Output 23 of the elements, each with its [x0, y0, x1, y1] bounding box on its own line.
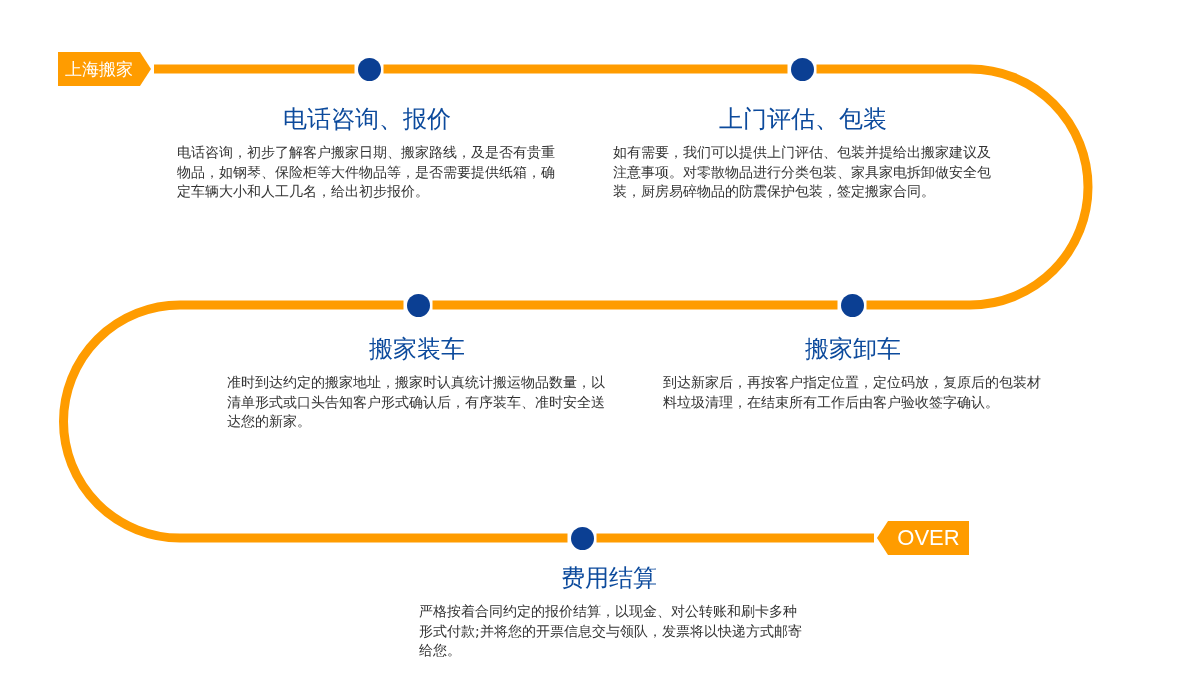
- timeline-track: [383, 64, 788, 74]
- step-title: 搬家装车: [368, 334, 466, 364]
- end-tag: OVER: [877, 521, 969, 555]
- timeline-track: [816, 64, 1093, 310]
- step-description: 准时到达约定的搬家地址，搬家时认真统计搬运物品数量，以清单形式或口头告知客户形式确认后，有序装车、准时安全送达您的新家。: [227, 373, 606, 431]
- timeline-track: [59, 300, 568, 543]
- timeline-dot-icon: [840, 293, 864, 317]
- start-tag: 上海搬家: [58, 52, 151, 86]
- timeline-dot-icon: [790, 57, 814, 81]
- step-title: 搬家卸车: [804, 334, 902, 364]
- step-description: 电话咨询，初步了解客户搬家日期、搬家路线，及是否有贵重物品，如钢琴、保险柜等大件物品等，是否需要提供纸箱，确定车辆大小和人工几名，给出初步报价。: [177, 143, 556, 201]
- step-title: 上门评估、包装: [718, 104, 888, 134]
- step-title: 电话咨询、报价: [282, 104, 452, 134]
- timeline-track: [154, 64, 355, 74]
- step-description: 严格按着合同约定的报价结算，以现金、对公转账和刷卡多种形式付款;并将您的开票信息交与领队，发票将以快递方式邮寄给您。: [419, 602, 802, 660]
- step-description: 到达新家后，再按客户指定位置，定位码放，复原后的包装材料垃圾清理，在结束所有工作后由客户验收签字确认。: [663, 373, 1042, 412]
- step-title: 费用结算: [560, 563, 658, 593]
- step-description: 如有需要，我们可以提供上门评估、包装并提给出搬家建议及注意事项。对零散物品进行分类包装、家具家电拆卸做安全包装，厨房易碎物品的防震保护包装，签定搬家合同。: [613, 143, 992, 201]
- timeline-dot-icon: [406, 293, 430, 317]
- timeline-dot-icon: [570, 526, 594, 550]
- timeline-track: [432, 300, 838, 310]
- timeline-dot-icon: [357, 57, 381, 81]
- timeline-track: [596, 533, 874, 543]
